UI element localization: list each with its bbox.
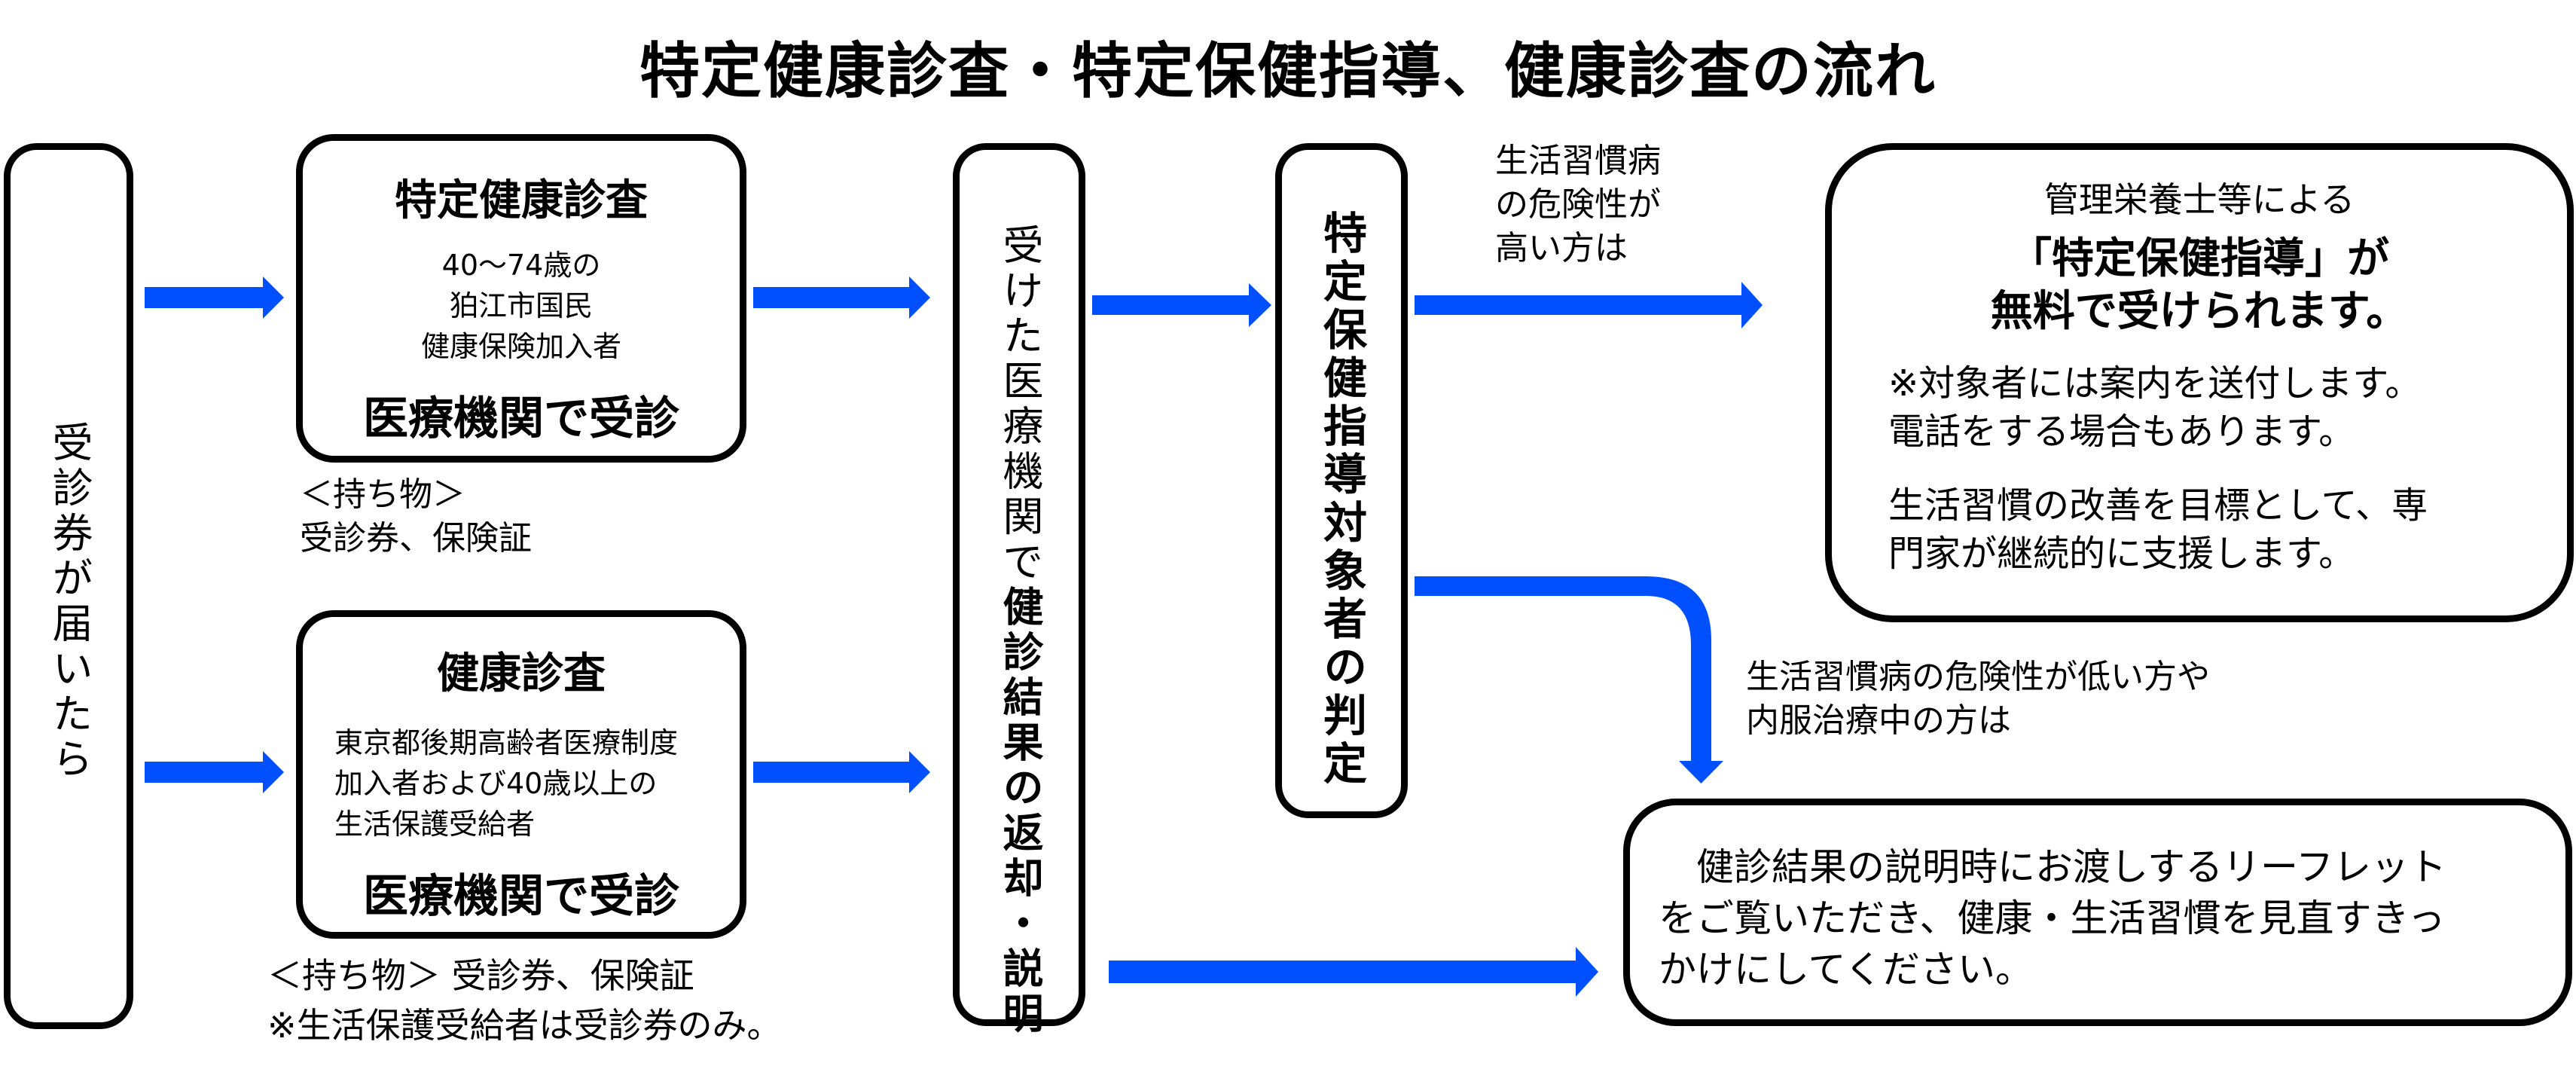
guidance-notice-line: 電話をする場合もあります。 [1888, 411, 2355, 453]
arrow-tokutei-to-results [753, 276, 930, 319]
kenko-shinsa-eligibility: 東京都後期高齢者医療制度 加入者および40歳以上の 生活保護受給者 [334, 722, 678, 845]
eligibility-line: 狛江市国民 [449, 289, 593, 322]
guidance-headline-line: 無料で受けられます。 [1990, 287, 2409, 336]
guidance-box: 管理栄養士等による 「特定保健指導」が 無料で受けられます。 ※対象者には案内を… [1825, 143, 2574, 622]
step-results-label: 受けた医療機関で健診結果の返却・説明 [996, 224, 1043, 1037]
arrow-results-to-judgment [1092, 283, 1271, 327]
branch-low-line: 生活習慣病の危険性が低い方や [1746, 658, 2210, 696]
leaflet-box: 健診結果の説明時にお渡しするリーフレット をご覧いただき、健康・生活習慣を見直す… [1623, 799, 2572, 1026]
branch-high-line: の危険性が [1495, 185, 1661, 224]
tokutei-kenshin-action: 医療機関で受診 [363, 392, 679, 445]
guidance-description: 生活習慣の改善を目標として、専 門家が継続的に支援します。 [1888, 481, 2428, 578]
guidance-description-line: 生活習慣の改善を目標として、専 [1888, 484, 2428, 527]
tokutei-kenshin-box: 特定健康診査 40～74歳の 狛江市国民 健康保険加入者 医療機関で受診 [296, 134, 746, 463]
guidance-description-line: 門家が継続的に支援します。 [1888, 533, 2355, 575]
belongings-note: ※生活保護受給者は受診券のみ。 [267, 1005, 782, 1046]
leaflet-text-line: かけにしてください。 [1659, 948, 2033, 991]
step-results-box: 受けた医療機関で健診結果の返却・説明 [953, 143, 1085, 1037]
tokutei-kenshin-belongings: ＜持ち物＞ 受診券、保険証 [300, 473, 532, 560]
tokutei-kenshin-eligibility: 40～74歳の 狛江市国民 健康保険加入者 [303, 245, 740, 367]
arrow-results-to-leaflet [1109, 947, 1598, 997]
guidance-intro: 管理栄養士等による [2043, 179, 2355, 220]
leaflet-text-line: をご覧いただき、健康・生活習慣を見直すきっ [1659, 896, 2446, 940]
branch-low-line: 内服治療中の方は [1746, 701, 2011, 740]
step-receive-ticket-label: 受診券が届いたら [45, 421, 93, 783]
eligibility-line: 40～74歳の [441, 249, 601, 282]
branch-high-label: 生活習慣病 の危険性が 高い方は [1495, 139, 1661, 270]
tokutei-kenshin-heading: 特定健康診査 [395, 176, 648, 225]
guidance-headline: 「特定保健指導」が 無料で受けられます。 [1832, 233, 2567, 338]
guidance-notice-line: ※対象者には案内を送付します。 [1888, 362, 2422, 405]
branch-high-line: 生活習慣病 [1495, 142, 1661, 180]
eligibility-line: 東京都後期高齢者医療制度 [334, 726, 679, 759]
kenko-shinsa-box: 健康診査 東京都後期高齢者医療制度 加入者および40歳以上の 生活保護受給者 医… [296, 610, 746, 939]
eligibility-line: 生活保護受給者 [334, 808, 536, 841]
kenko-shinsa-belongings: ＜持ち物＞ 受診券、保険証 ※生活保護受給者は受診券のみ。 [267, 951, 782, 1050]
arrow-receive-to-kenko [145, 751, 284, 793]
eligibility-line: 健康保険加入者 [420, 330, 621, 363]
arrow-judgment-to-guidance [1415, 282, 1763, 328]
belongings-items: 受診券、保険証 [300, 519, 532, 557]
arrow-kenko-to-results [753, 751, 930, 793]
leaflet-text-line: 健診結果の説明時にお渡しするリーフレット [1659, 845, 2446, 889]
guidance-headline-line: 「特定保健指導」が [2010, 234, 2389, 283]
branch-low-label: 生活習慣病の危険性が低い方や 内服治療中の方は [1746, 655, 2210, 743]
kenko-shinsa-action: 医療機関で受診 [363, 870, 679, 923]
eligibility-line: 加入者および40歳以上の [334, 767, 658, 800]
step-results-label-bold: 健診結果の返却・説明 [996, 585, 1043, 1037]
diagram-title: 特定健康診査・特定保健指導、健康診査の流れ [639, 36, 1937, 106]
belongings-label: ＜持ち物＞ [300, 475, 465, 514]
step-receive-ticket-box: 受診券が届いたら [4, 143, 133, 1029]
belongings-line: ＜持ち物＞ 受診券、保険証 [267, 955, 694, 996]
kenko-shinsa-heading: 健康診査 [437, 649, 606, 698]
guidance-notice: ※対象者には案内を送付します。 電話をする場合もあります。 [1888, 359, 2421, 456]
branch-high-line: 高い方は [1495, 229, 1628, 267]
step-results-label-normal: 受けた医療機関で [996, 224, 1043, 585]
step-judgment-box: 特定保健指導対象者の判定 [1275, 143, 1408, 818]
arrow-receive-to-tokutei [145, 276, 284, 319]
leaflet-text: 健診結果の説明時にお渡しするリーフレット をご覧いただき、健康・生活習慣を見直す… [1659, 841, 2446, 995]
arrow-judgment-to-leaflet [1415, 576, 1723, 783]
step-judgment-label: 特定保健指導対象者の判定 [1316, 210, 1367, 789]
